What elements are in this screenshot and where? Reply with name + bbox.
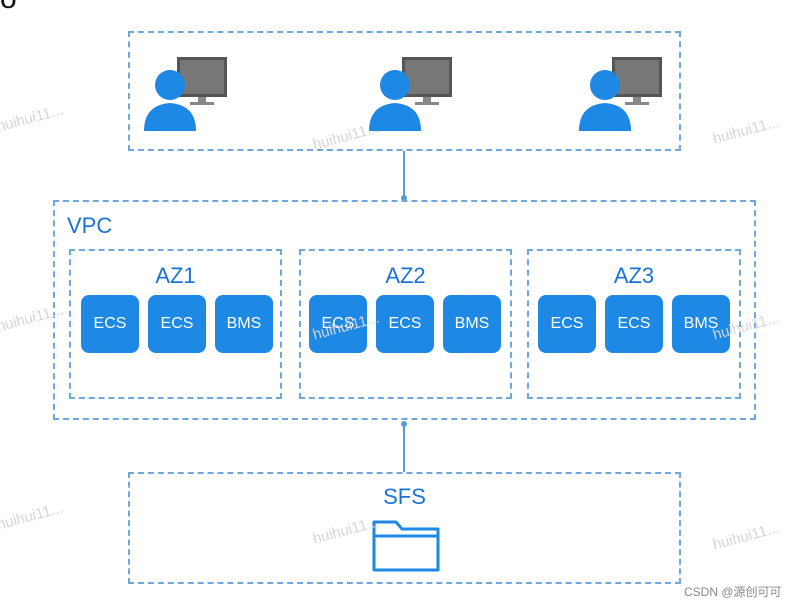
connector-end-dot xyxy=(401,195,407,201)
vpc-box: VPC AZ1 ECS ECS BMS AZ2 ECS ECS BMS AZ3 … xyxy=(53,200,756,420)
az-label: AZ1 xyxy=(155,263,196,288)
ecs-node: ECS xyxy=(81,295,139,353)
bms-node: BMS xyxy=(443,295,501,353)
watermark: huihui11... xyxy=(710,113,782,148)
bms-node: BMS xyxy=(215,295,273,353)
users-box xyxy=(128,31,681,151)
watermark: huihui11... xyxy=(0,101,66,136)
folder-icon xyxy=(370,514,442,579)
connector-vpc-sfs xyxy=(403,424,405,472)
bms-node: BMS xyxy=(672,295,730,353)
availability-zone: AZ3 ECS ECS BMS xyxy=(527,249,741,399)
ecs-node: ECS xyxy=(309,295,367,353)
credit-text: CSDN @源创可可 xyxy=(684,585,782,599)
user-workstation-icon xyxy=(367,55,457,135)
user-workstation-icon xyxy=(142,55,232,135)
watermark: huihui11... xyxy=(710,519,782,554)
sfs-label: SFS xyxy=(383,484,426,509)
az-label: AZ2 xyxy=(385,263,426,288)
ecs-node: ECS xyxy=(538,295,596,353)
user-workstation-icon xyxy=(577,55,667,135)
ecs-node: ECS xyxy=(148,295,206,353)
vpc-label: VPC xyxy=(67,213,113,238)
availability-zone: AZ1 ECS ECS BMS xyxy=(69,249,282,399)
watermark: huihui11... xyxy=(0,499,66,534)
availability-zone: AZ2 ECS ECS BMS xyxy=(299,249,512,399)
ecs-node: ECS xyxy=(605,295,663,353)
az-label: AZ3 xyxy=(613,263,655,288)
sfs-box: SFS xyxy=(128,472,681,584)
corner-mark: o xyxy=(0,0,17,14)
ecs-node: ECS xyxy=(376,295,434,353)
connector-users-vpc xyxy=(403,151,405,199)
